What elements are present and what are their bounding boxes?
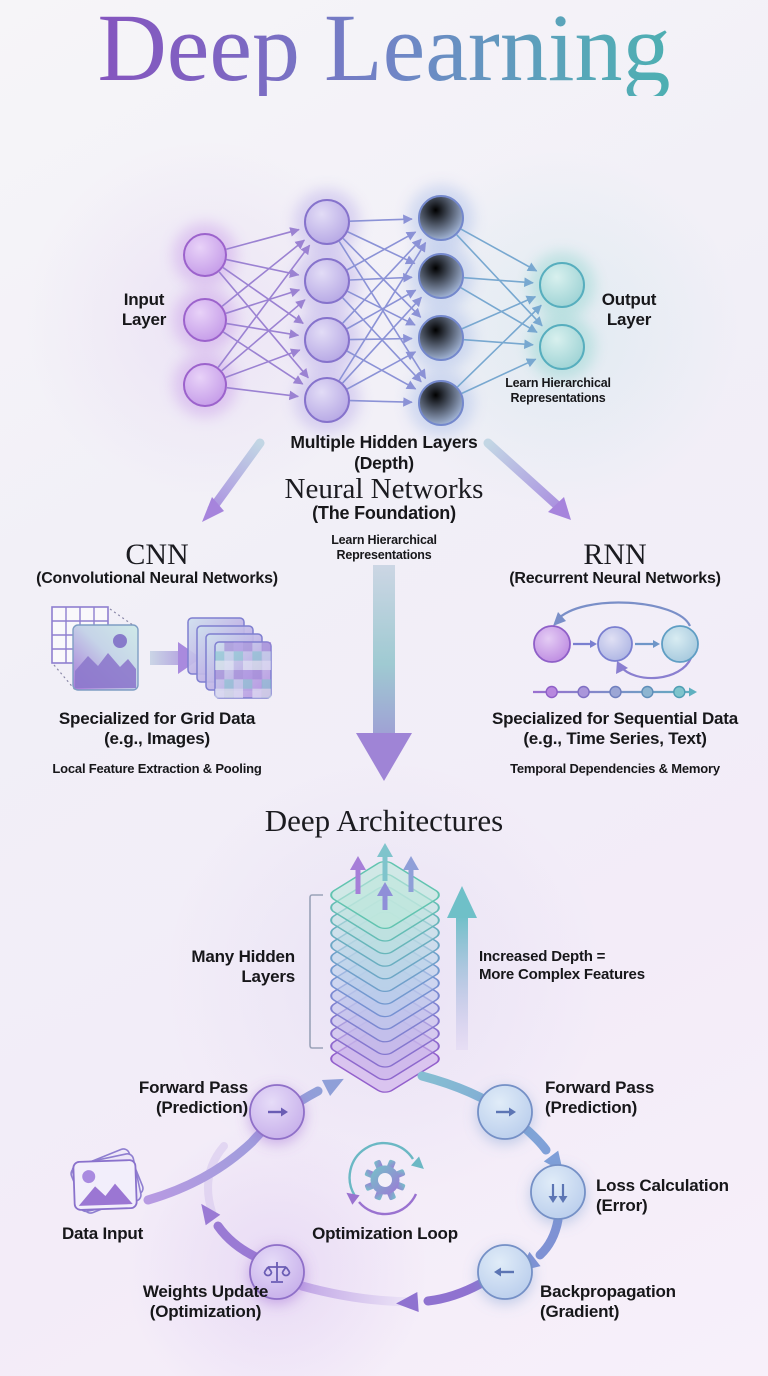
arrow-to-cnn-icon [202, 438, 265, 522]
recurrent-arrows [553, 601, 693, 680]
up-arrows-small [350, 843, 419, 910]
output-layer-label: Output Layer [601, 290, 657, 330]
hidden-layers-caption: Multiple Hidden Layers (Depth) [290, 432, 478, 473]
arrow-left-icon [494, 1267, 514, 1277]
cycle-node-loss [530, 1164, 586, 1220]
arrow-right-icon [496, 1107, 516, 1117]
deep-architectures-heading: Deep Architectures [264, 803, 504, 838]
arrow-to-rnn-icon [483, 438, 571, 520]
network-edges [217, 214, 543, 407]
page-title: Deep Learning [0, 0, 768, 96]
optimization-gear-icon [346, 1141, 424, 1216]
forward-pass-right-label: Forward Pass (Prediction) [545, 1078, 655, 1118]
rnn-cells [533, 625, 699, 663]
feature-maps-icon [187, 617, 272, 699]
cycle-node-weights [249, 1244, 305, 1300]
forward-pass-left-label: Forward Pass (Prediction) [138, 1078, 248, 1118]
loss-calculation-label: Loss Calculation (Error) [596, 1176, 729, 1216]
training-cycle-diagram [70, 1071, 586, 1312]
cnn-note: Local Feature Extraction & Pooling [52, 761, 262, 776]
cnn-convolution-icon [51, 606, 272, 699]
foundation-note: Learn Hierarchical Representations [331, 533, 437, 562]
image-icon [72, 624, 139, 691]
cnn-heading: CNN [125, 538, 189, 571]
data-input-icon [70, 1148, 144, 1214]
input-layer-label: Input Layer [121, 290, 167, 330]
cnn-specialty: Specialized for Grid Data (e.g., Images) [58, 709, 256, 749]
cycle-node-backprop [477, 1244, 533, 1300]
layer-stack-diagram [309, 843, 477, 1093]
scales-icon [263, 1262, 291, 1283]
double-down-arrow-icon [548, 1184, 568, 1203]
cnn-subheading: (Convolutional Neural Networks) [36, 570, 278, 587]
arrow-right-icon [268, 1107, 288, 1117]
rnn-note: Temporal Dependencies & Memory [510, 761, 720, 776]
data-input-label: Data Input [61, 1224, 144, 1243]
rnn-specialty: Specialized for Sequential Data (e.g., T… [491, 709, 739, 749]
bracket [309, 894, 323, 1049]
cycle-node-forward-left [249, 1084, 305, 1140]
increased-depth-label: Increased Depth = More Complex Features [479, 948, 645, 983]
weights-update-label: Weights Update (Optimization) [142, 1282, 269, 1322]
rnn-subheading: (Recurrent Neural Networks) [509, 570, 721, 587]
network-note: Learn Hierarchical Representations [505, 376, 611, 405]
network-nodes [183, 195, 585, 426]
backpropagation-label: Backpropagation (Gradient) [540, 1282, 676, 1322]
rnn-sequence-icon [533, 601, 699, 699]
optimization-loop-label: Optimization Loop [312, 1224, 458, 1243]
down-arrow-icon [356, 565, 412, 781]
foundation-subheading: (The Foundation) [312, 503, 456, 523]
neural-networks-heading: Neural Networks [284, 473, 484, 505]
rnn-heading: RNN [583, 538, 647, 571]
branch-arrows [202, 438, 571, 522]
sequence-timeline [533, 685, 697, 699]
depth-arrow-icon [447, 886, 477, 1050]
neural-network-diagram [173, 185, 595, 436]
cycle-arcs [143, 1071, 564, 1312]
cycle-node-forward-right [477, 1084, 533, 1140]
many-hidden-layers-label: Many Hidden Layers [191, 947, 295, 987]
